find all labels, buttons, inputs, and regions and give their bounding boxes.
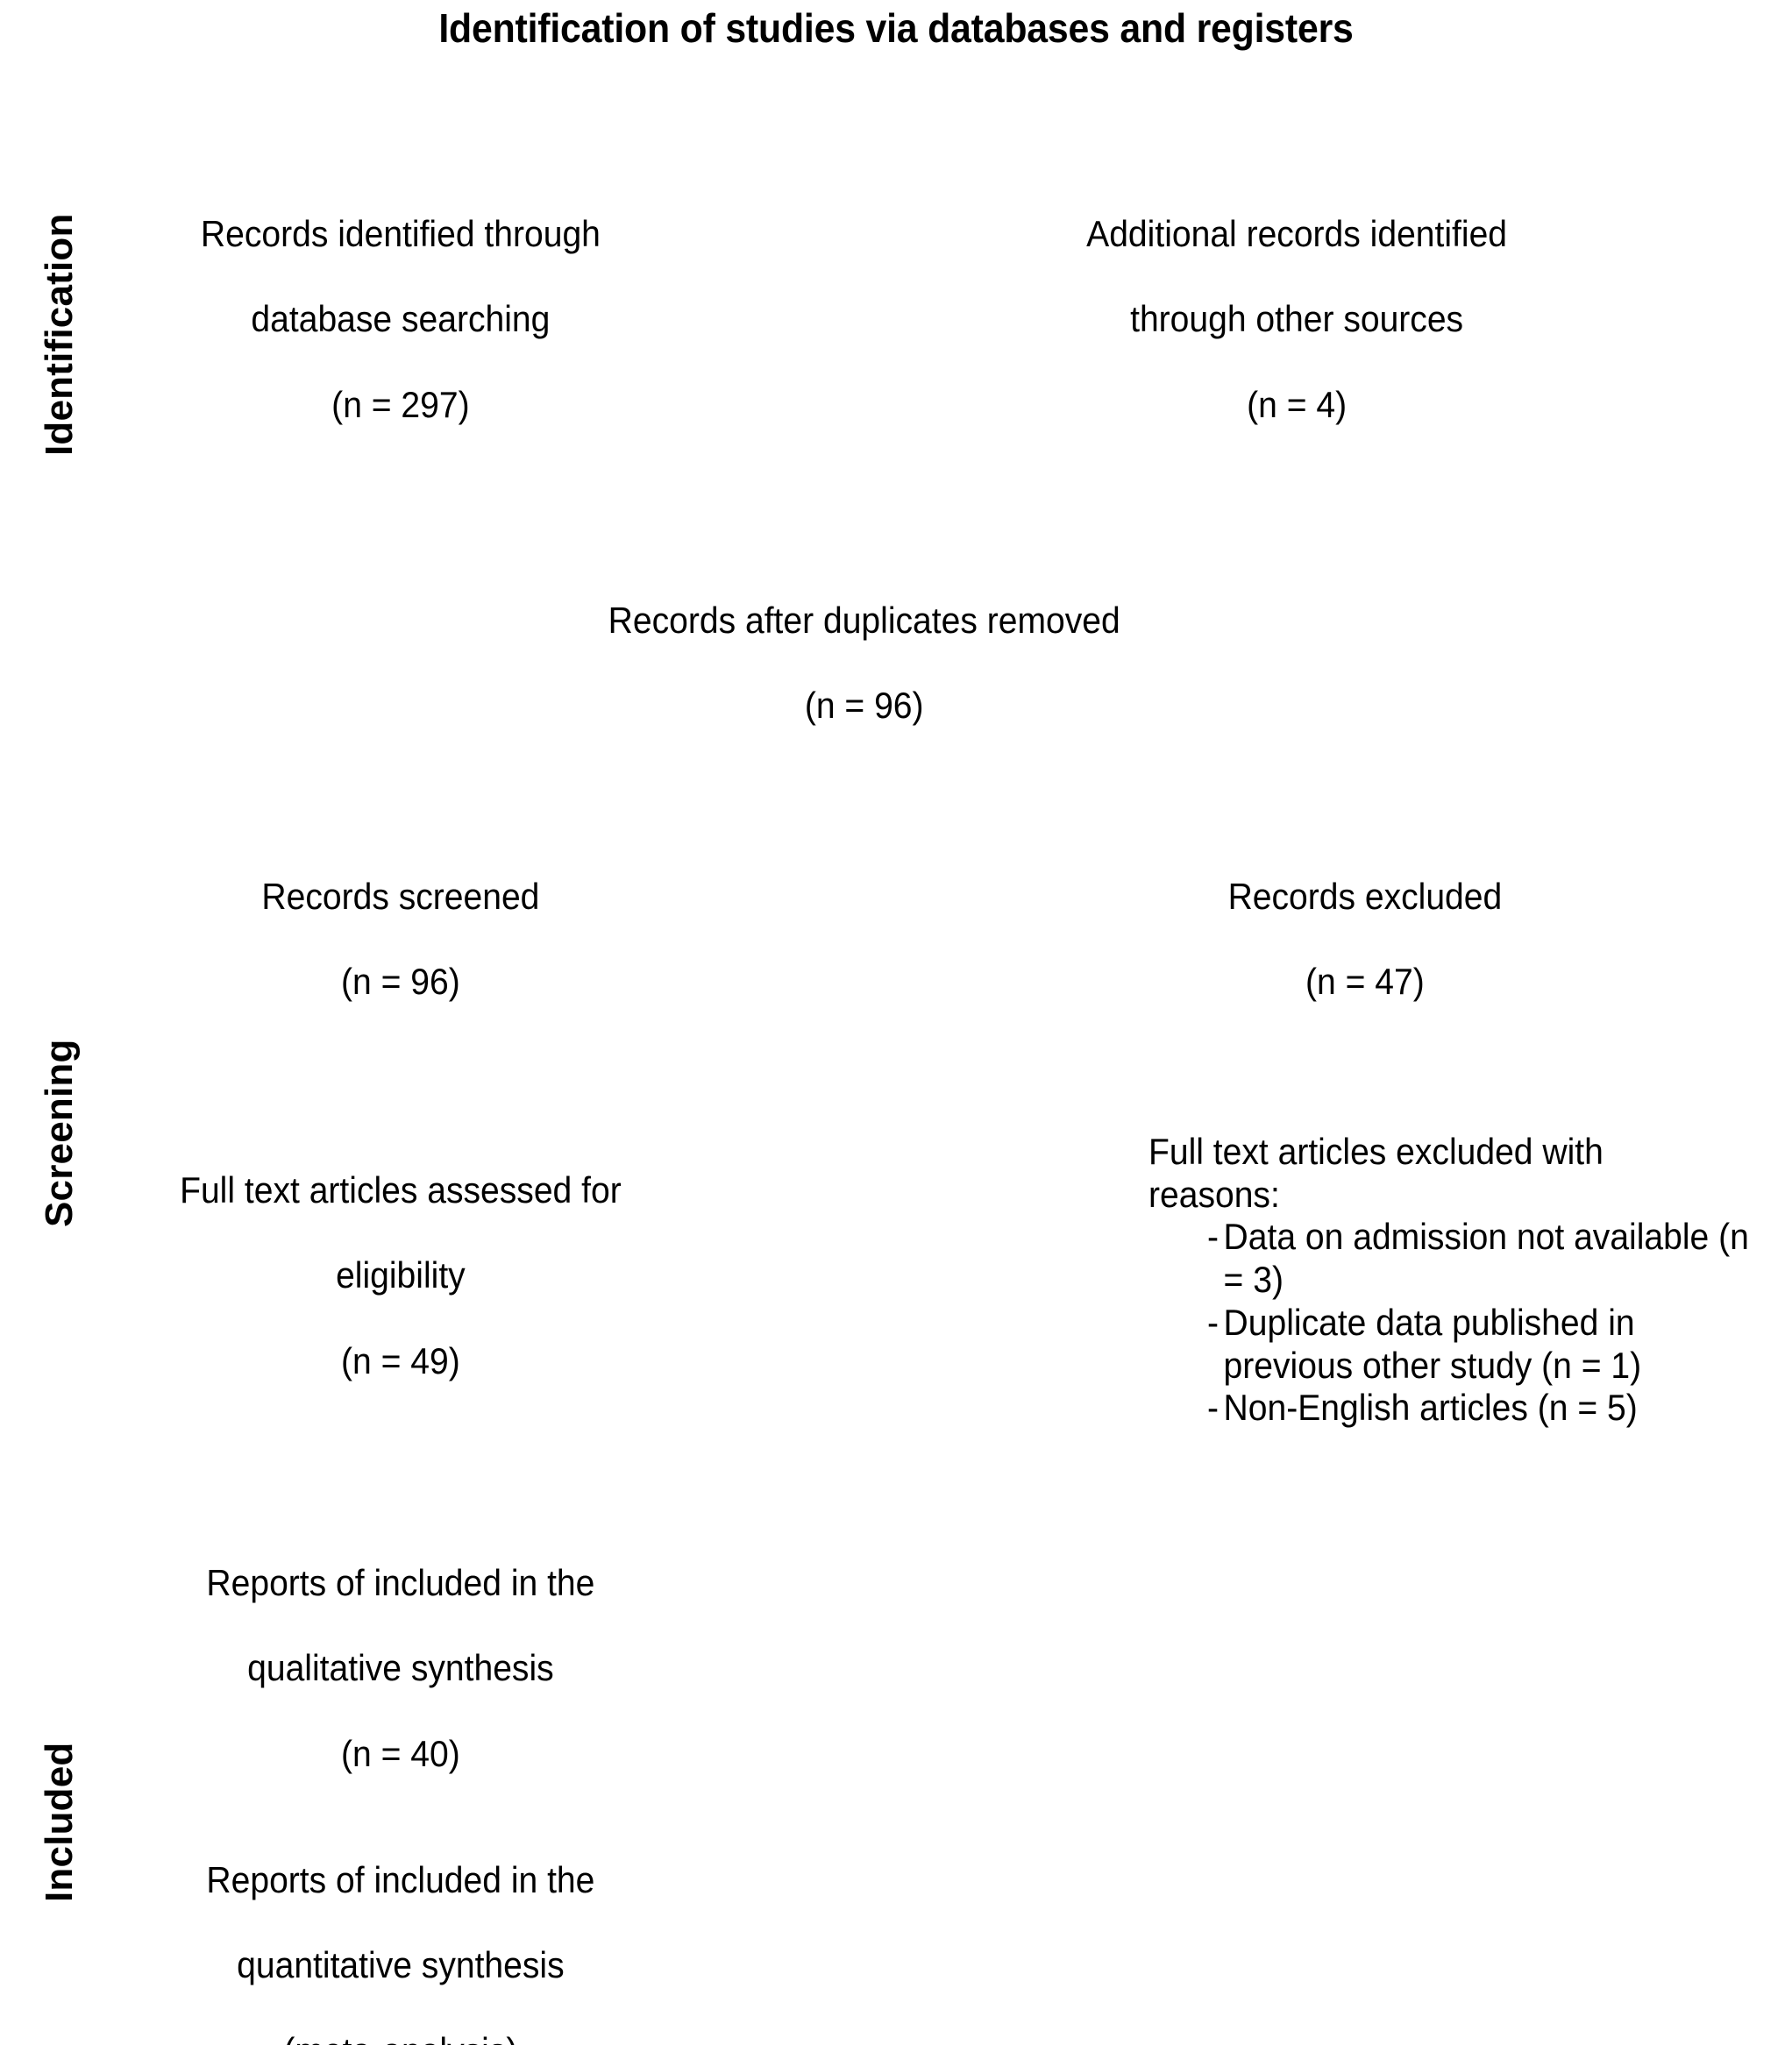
node-line: (n = 49) bbox=[341, 1339, 460, 1381]
exclusion-reason-item: - Duplicate data published in previous o… bbox=[1148, 1302, 1768, 1387]
node-line: (meta-analysis) bbox=[132, 2030, 670, 2045]
node-line: quantitative synthesis bbox=[237, 1944, 565, 1986]
node-fulltext-excluded-with-reasons: Full text articles excluded with reasons… bbox=[1148, 1131, 1768, 1430]
node-line: Reports of included in the bbox=[206, 1858, 595, 1900]
exclusion-reason-text: Non-English articles (n = 5) bbox=[1223, 1387, 1638, 1429]
exclusion-heading-line: reasons: bbox=[1148, 1173, 1280, 1215]
stage-label-screening: Screening bbox=[38, 1039, 81, 1227]
node-line: Records excluded bbox=[1227, 875, 1503, 917]
exclusion-reason-item: - Data on admission not available (n = 3… bbox=[1148, 1216, 1768, 1301]
node-qualitative-synthesis: Reports of included in the qualitative s… bbox=[132, 1519, 670, 1818]
node-line: through other sources bbox=[1130, 298, 1464, 340]
node-additional-records-other-sources: Additional records identified through ot… bbox=[995, 170, 1598, 469]
node-line: (n = 96) bbox=[804, 685, 924, 727]
stage-label-included: Included bbox=[38, 1742, 81, 1903]
node-line: Reports of included in the bbox=[206, 1561, 595, 1603]
diagram-title: Identification of studies via databases … bbox=[438, 5, 1354, 51]
node-records-screened: Records screened (n = 96) bbox=[132, 833, 670, 1047]
node-line: database searching bbox=[251, 298, 551, 340]
node-line: Records screened bbox=[261, 875, 540, 917]
exclusion-heading-line: Full text articles excluded with bbox=[1148, 1131, 1604, 1172]
node-line: Full text articles assessed for bbox=[180, 1168, 622, 1211]
node-records-excluded: Records excluded (n = 47) bbox=[1096, 833, 1634, 1047]
exclusion-reason-list: - Data on admission not available (n = 3… bbox=[1148, 1216, 1768, 1430]
node-line: (n = 40) bbox=[341, 1732, 460, 1774]
node-line: Records identified through bbox=[200, 212, 601, 254]
bullet-dash-icon: - bbox=[1206, 1216, 1219, 1258]
node-line: qualitative synthesis bbox=[247, 1647, 554, 1689]
node-line: (n = 297) bbox=[331, 383, 470, 425]
node-line: (n = 47) bbox=[1305, 961, 1425, 1003]
node-quantitative-synthesis: Reports of included in the quantitative … bbox=[132, 1816, 670, 2045]
node-line: Records after duplicates removed bbox=[608, 599, 1120, 641]
exclusion-reason-text: Data on admission not available (n = 3) bbox=[1223, 1216, 1749, 1301]
node-records-after-duplicates-removed: Records after duplicates removed (n = 96… bbox=[465, 557, 1263, 770]
exclusion-reason-item: - Non-English articles (n = 5) bbox=[1148, 1387, 1768, 1430]
bullet-dash-icon: - bbox=[1206, 1387, 1219, 1429]
node-fulltext-assessed-eligibility: Full text articles assessed for eligibil… bbox=[132, 1126, 670, 1425]
node-line: Additional records identified bbox=[1086, 212, 1508, 254]
stage-label-identification: Identification bbox=[38, 213, 81, 456]
node-line: (n = 4) bbox=[1247, 383, 1348, 425]
node-line: eligibility bbox=[336, 1254, 466, 1296]
node-line: (n = 96) bbox=[341, 961, 460, 1003]
exclusion-reason-text: Duplicate data published in previous oth… bbox=[1223, 1301, 1642, 1386]
node-records-identified-database: Records identified through database sear… bbox=[132, 170, 670, 469]
bullet-dash-icon: - bbox=[1206, 1301, 1219, 1343]
